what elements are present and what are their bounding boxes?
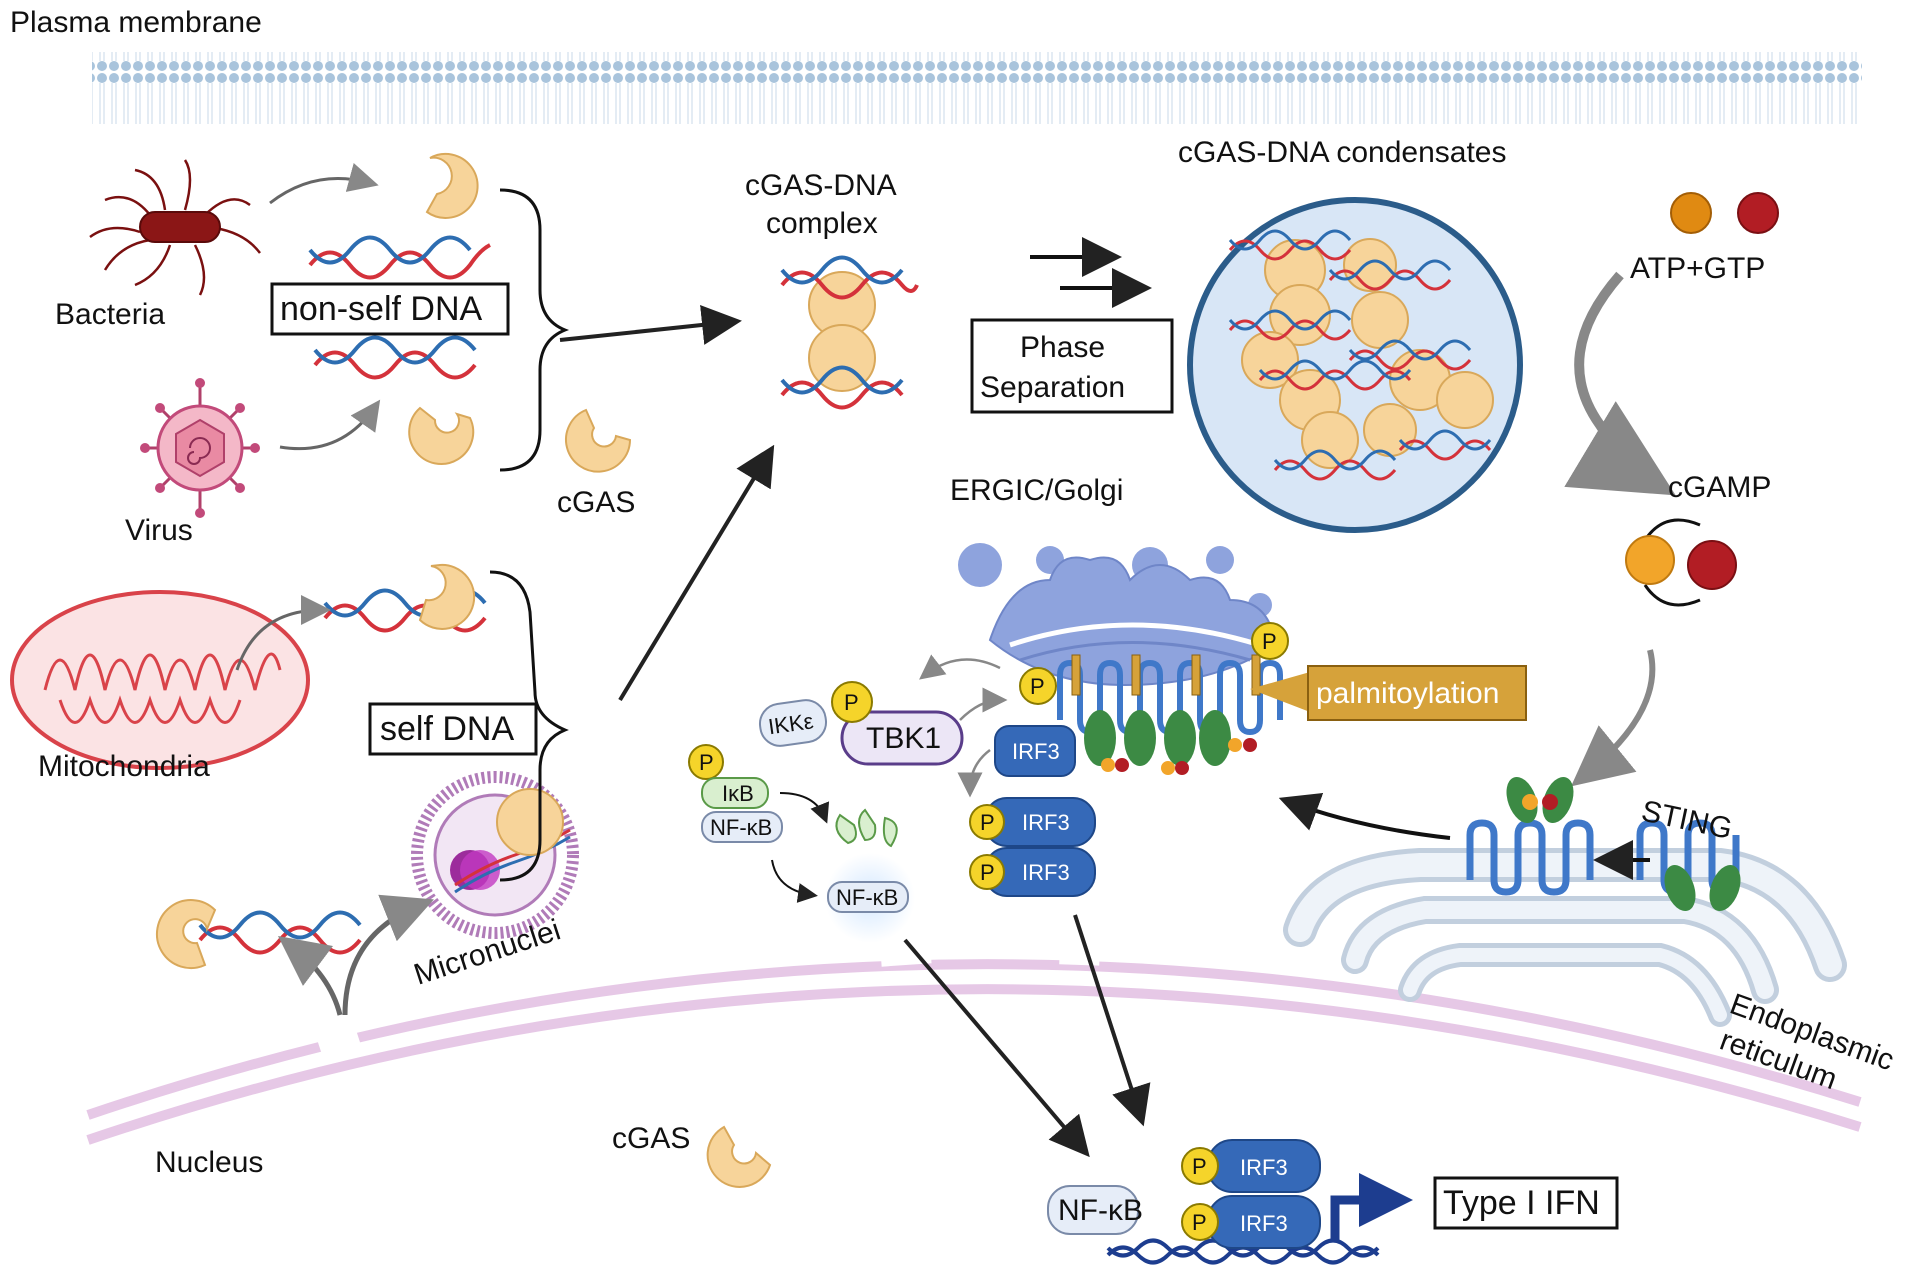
transcription-site: NF-κB IRF3 IRF3 P P Type I IFN — [1047, 1139, 1619, 1265]
nfkb-nucleus-label: NF-κB — [1058, 1194, 1143, 1227]
cgamp-label: cGAMP — [1668, 471, 1771, 504]
ergic-golgi-label: ERGIC/Golgi — [950, 474, 1123, 507]
self-dna-group: self DNA — [368, 570, 569, 882]
nfkb-free-label: NF-κB — [836, 885, 898, 910]
irf3-nucleus-2-label: IRF3 — [1240, 1211, 1288, 1236]
arrow-nuclear-to-cytosol — [278, 935, 343, 1016]
micronuclei-icon: Micronuclei — [410, 771, 579, 992]
irf3-dimer: IRF3 IRF3 P P — [969, 797, 1096, 897]
phase-separation: Phase Separation — [970, 237, 1174, 414]
cgas-virus — [408, 406, 475, 465]
phospho-irf3-2: P — [980, 860, 995, 885]
type-i-ifn-box — [1433, 1176, 1619, 1230]
nfkb-complex-label: NF-κB — [710, 815, 772, 840]
arrow-atp-to-cgamp — [1564, 271, 1676, 496]
arrow-er-to-golgi — [1278, 792, 1451, 840]
cgas-nuclear — [155, 899, 217, 970]
atp-gtp-label: ATP+GTP — [1630, 252, 1765, 285]
cgas-label-nucleus: cGAS — [612, 1122, 690, 1155]
self-dna-label: self DNA — [380, 710, 514, 748]
sting-er: STING — [1466, 776, 1741, 912]
plasma-membrane-label: Plasma membrane — [10, 6, 262, 39]
palmitoylation-callout: palmitoylation — [1250, 665, 1527, 721]
sting-oligomer: P P — [1019, 622, 1289, 775]
dna-helix-virus — [313, 335, 477, 380]
arrow-nfkb-to-nucleus — [903, 938, 1090, 1158]
irf3-dimer-2-label: IRF3 — [1022, 860, 1070, 885]
palmitoylation-label: palmitoylation — [1316, 677, 1499, 710]
phase-separation-box — [970, 318, 1174, 414]
cgas-label-cytosol: cGAS — [557, 486, 635, 519]
arrow-nuclear-to-micronuclei — [342, 894, 434, 1016]
virus-icon: Virus — [125, 378, 260, 547]
phase-label-line2: Separation — [980, 371, 1125, 404]
irf3-dimer-1-label: IRF3 — [1022, 810, 1070, 835]
non-self-dna-group: non-self DNA — [270, 188, 570, 472]
phase-label-line1: Phase — [1020, 331, 1105, 364]
irf3-golgi: IRF3 — [957, 725, 1076, 798]
arrow-mito — [235, 595, 331, 671]
mitochondria-icon: Mitochondria — [10, 590, 310, 783]
tbk1-label: TBK1 — [866, 722, 941, 755]
cgas-free: cGAS — [557, 408, 635, 519]
phospho-sting-left: P — [1030, 674, 1045, 699]
bacteria-label: Bacteria — [55, 298, 165, 331]
cgas-dna-condensates: cGAS-DNA condensates — [1178, 136, 1523, 533]
arrow-self-to-complex — [618, 444, 775, 702]
nucleus-label: Nucleus — [155, 1146, 263, 1179]
mitochondria-label: Mitochondria — [38, 750, 210, 783]
arrow-nonself-to-complex — [559, 305, 742, 345]
cgamp: cGAMP — [1625, 471, 1771, 607]
non-self-dna-label: non-self DNA — [280, 290, 483, 328]
irf3-label-golgi: IRF3 — [1012, 739, 1060, 764]
bacteria-icon: Bacteria — [55, 159, 261, 331]
phospho-irf3-nucleus-2: P — [1192, 1210, 1207, 1235]
non-self-dna-box — [270, 282, 510, 336]
complex-label-line1: cGAS-DNA — [745, 169, 897, 202]
cgas-mito — [418, 563, 476, 630]
ikb-degraded — [835, 808, 898, 848]
ikb-nfkb-complex: P IκB NF-κB NF-κB — [688, 744, 915, 943]
arrow-bacteria — [269, 163, 379, 205]
dna-helix-bacteria — [308, 235, 491, 280]
tbk1-complex: TBK1 P IKKε — [758, 654, 1008, 766]
virus-label: Virus — [125, 514, 193, 547]
ikb-label: IκB — [722, 781, 754, 806]
cgas-micronuclei — [496, 788, 564, 856]
arrow-cgamp-to-sting — [1571, 649, 1656, 787]
micronuclei-label: Micronuclei — [410, 913, 564, 991]
phospho-irf3-1: P — [980, 810, 995, 835]
condensates-label: cGAS-DNA condensates — [1178, 136, 1507, 169]
plasma-membrane: Plasma membrane — [10, 6, 1862, 124]
arrow-irf3-to-nucleus — [1073, 914, 1151, 1127]
irf3-nucleus-1-label: IRF3 — [1240, 1155, 1288, 1180]
dna-helix-nuclear — [198, 910, 362, 955]
cgas-nucleus: cGAS — [612, 1122, 772, 1188]
ergic-golgi: ERGIC/Golgi — [950, 474, 1277, 687]
phospho-ikb: P — [699, 750, 714, 775]
cgas-dna-complex: cGAS-DNA complex — [745, 169, 919, 410]
phospho-tbk1: P — [844, 690, 859, 715]
atp-gtp: ATP+GTP — [1630, 192, 1779, 285]
type-i-ifn-label: Type I IFN — [1443, 1184, 1600, 1222]
complex-label-line2: complex — [766, 207, 878, 240]
self-dna-box — [368, 702, 538, 756]
phospho-irf3-nucleus-1: P — [1192, 1154, 1207, 1179]
phospho-sting-right: P — [1262, 629, 1277, 654]
cgas-bacteria — [425, 153, 479, 219]
arrow-virus — [279, 399, 381, 451]
